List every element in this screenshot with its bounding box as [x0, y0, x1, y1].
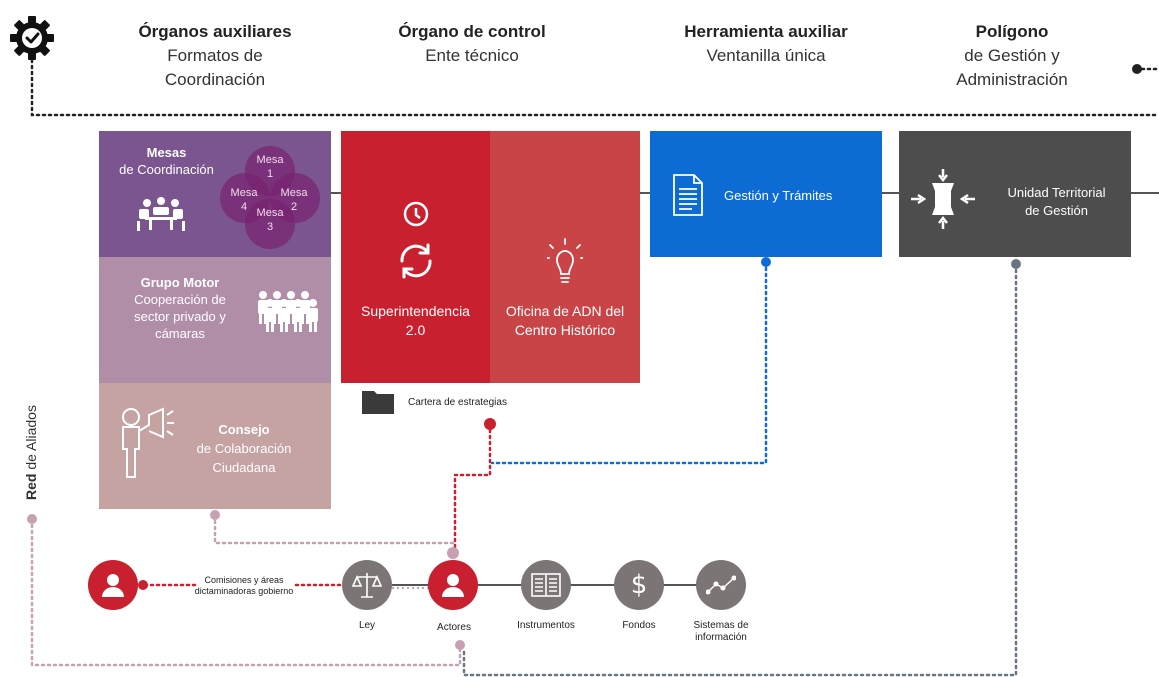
oficina-line: Centro Histórico: [514, 322, 616, 338]
consejo-line: Ciudadana: [212, 460, 276, 475]
comisiones-person-node: [88, 560, 138, 610]
header-organos-auxiliares: Órganos auxiliares Formatos de Coordinac…: [115, 20, 315, 92]
header-title: Órganos auxiliares: [138, 22, 292, 41]
compress-arrows-icon: [911, 169, 975, 234]
header-line: Coordinación: [164, 70, 266, 89]
oficina-adn-box: Oficina de ADN del Centro Histórico: [490, 131, 640, 383]
person-icon: [442, 574, 464, 597]
actores-label: Actores: [437, 622, 471, 633]
scale-icon: [352, 573, 382, 598]
oficina-line: Oficina de ADN del: [505, 303, 625, 319]
comisiones-line: Comisiones y áreas: [204, 575, 284, 585]
grupo-motor-line: cámaras: [155, 326, 205, 341]
header-title: Herramienta auxiliar: [684, 22, 848, 41]
superintendencia-version: 2.0: [405, 322, 426, 338]
fondos-label: Fondos: [622, 620, 656, 631]
header-herramienta-auxiliar: Herramienta auxiliar Ventanilla única: [656, 20, 876, 68]
grupo-motor-title: Grupo Motor: [140, 275, 220, 290]
ley-label: Ley: [358, 620, 376, 631]
fondos-node: $: [614, 560, 664, 610]
mesas-subtitle: de Coordinación: [119, 162, 214, 177]
consejo-title: Consejo: [218, 422, 270, 437]
header-poligono: Polígono de Gestión y Administración: [912, 20, 1112, 92]
group-people-icon: [255, 289, 321, 338]
mesas-title: Mesas: [146, 145, 187, 160]
superintendencia-box: Superintendencia 2.0: [341, 131, 490, 383]
cartera-label: Cartera de estrategias: [408, 397, 507, 408]
gestion-label: Gestión y Trámites: [724, 188, 833, 203]
mesa-3-label: Mesa 3: [256, 207, 284, 233]
red-aliados-label: Red de Aliados: [23, 405, 39, 500]
lightbulb-icon: [545, 238, 585, 291]
grupo-motor-line: Cooperación de: [134, 292, 226, 307]
consejo-box: Consejo de Colaboración Ciudadana: [99, 383, 331, 509]
header-line: Ventanilla única: [706, 46, 826, 65]
mesas-coordinacion-box: Mesas de Coordinación Mesa 1 Mesa 4 Mesa…: [99, 131, 331, 257]
document-icon: [670, 173, 706, 222]
unidad-line: Unidad Territorial: [1007, 185, 1106, 200]
instrumentos-node: [521, 560, 571, 610]
instrumentos-label: Instrumentos: [517, 620, 575, 631]
sistemas-node: [696, 560, 746, 610]
mesa-1-label: Mesa 1: [256, 154, 284, 180]
dollar-icon: $: [630, 570, 648, 600]
superintendencia-label: Superintendencia: [361, 303, 470, 319]
gear-check-icon: [8, 14, 56, 62]
header-line: Ente técnico: [425, 46, 519, 65]
mesa-4-label: Mesa 4: [230, 187, 258, 213]
header-title: Polígono: [975, 22, 1049, 41]
folder-icon: [362, 389, 394, 419]
chart-icon: [706, 575, 736, 595]
clock-icon: [402, 200, 430, 233]
ley-node: [342, 560, 392, 610]
meeting-icon: [135, 197, 187, 238]
mesa-2-label: Mesa 2: [280, 187, 308, 213]
grupo-motor-line: sector privado y: [134, 309, 226, 324]
sistemas-label: Sistemas de: [693, 620, 749, 631]
consejo-line: de Colaboración: [196, 441, 292, 456]
sistemas-label: información: [695, 632, 747, 643]
header-line: Administración: [956, 70, 1068, 89]
header-title: Órgano de control: [398, 22, 546, 41]
gestion-tramites-box: Gestión y Trámites: [650, 131, 882, 257]
book-icon: [531, 573, 561, 597]
person-icon: [102, 574, 124, 597]
red-rest: de Aliados: [23, 405, 39, 474]
grupo-motor-box: Grupo Motor Cooperación de sector privad…: [99, 257, 331, 383]
refresh-icon: [394, 239, 438, 288]
mesa-3-circle: [245, 199, 295, 249]
actores-node: [428, 560, 478, 610]
header-organo-control: Órgano de control Ente técnico: [372, 20, 572, 68]
comisiones-line: dictaminadoras gobierno: [194, 586, 294, 596]
unidad-territorial-box: Unidad Territorial de Gestión: [899, 131, 1131, 257]
red-bold: Red: [23, 473, 39, 500]
unidad-line: de Gestión: [1025, 203, 1088, 218]
header-line: Formatos de: [167, 46, 263, 65]
megaphone-person-icon: [119, 405, 175, 486]
header-line: de Gestión y: [964, 46, 1060, 65]
